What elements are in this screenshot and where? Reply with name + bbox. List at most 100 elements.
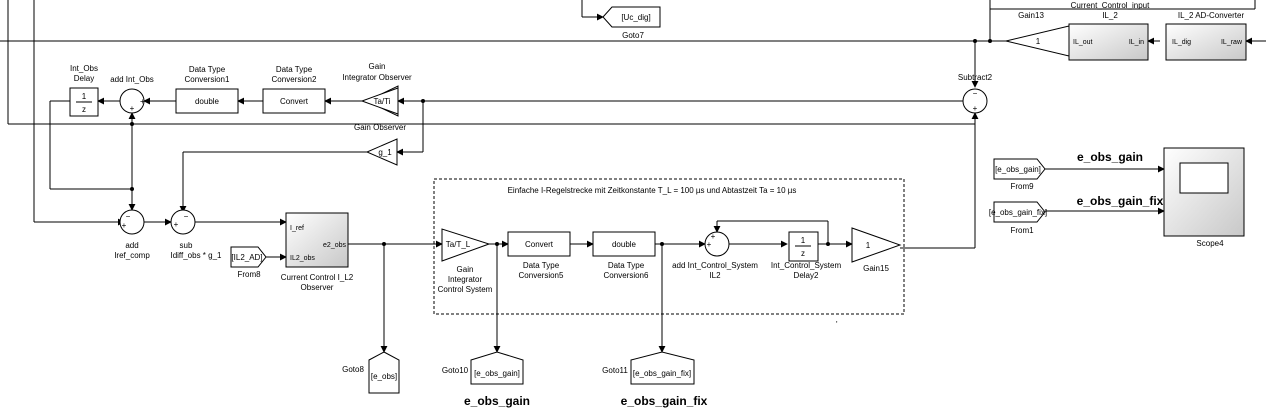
svg-text:Gain15: Gain15 <box>863 264 889 273</box>
svg-text:Subtract2: Subtract2 <box>958 73 993 82</box>
svg-text:1: 1 <box>801 236 806 245</box>
svg-text:+: + <box>711 232 716 241</box>
svg-text:[e_obs_gain]: [e_obs_gain] <box>474 369 520 378</box>
control-system-region <box>433 178 905 315</box>
gain-observer-block[interactable]: g_1 Gain Observer <box>354 123 406 166</box>
svg-text:From9: From9 <box>1010 182 1034 191</box>
svg-text:+: + <box>174 220 179 229</box>
svg-text:e2_obs: e2_obs <box>323 242 346 249</box>
svg-text:From1: From1 <box>1010 226 1034 235</box>
gain-integrator-control-system-block[interactable]: Ta/T_L Gain Integrator Control System <box>438 228 493 294</box>
sub-block[interactable]: − + sub Idiff_obs * g_1 <box>170 209 222 260</box>
svg-text:Data Type: Data Type <box>608 261 645 270</box>
svg-text:Gain: Gain <box>369 62 386 71</box>
signal-label-e-obs-gain-fix: e_obs_gain_fix <box>1077 194 1164 208</box>
svg-text:add: add <box>125 241 138 250</box>
svg-text:+: + <box>973 104 978 113</box>
svg-text:Data Type: Data Type <box>523 261 560 270</box>
subtract2-block[interactable]: − + Subtract2 <box>958 73 993 114</box>
svg-text:Ta/Ti: Ta/Ti <box>373 97 390 106</box>
svg-text:Delay2: Delay2 <box>794 271 819 280</box>
svg-text:Current Control I_L2: Current Control I_L2 <box>281 273 354 282</box>
svg-text:add Int_Control_System: add Int_Control_System <box>672 261 758 270</box>
svg-text:+: + <box>140 97 145 106</box>
svg-text:Iref_comp: Iref_comp <box>114 251 150 260</box>
svg-text:z: z <box>82 105 86 114</box>
svg-text:Conversion6: Conversion6 <box>604 271 649 280</box>
svg-text:IL_dig: IL_dig <box>1172 39 1191 46</box>
add-int-control-system-block[interactable]: + + add Int_Control_System IL2 <box>672 231 758 280</box>
svg-text:IL_2 AD-Converter: IL_2 AD-Converter <box>1178 11 1245 20</box>
svg-text:1: 1 <box>82 92 87 101</box>
svg-text:Convert: Convert <box>280 97 309 106</box>
int-obs-delay-block[interactable]: 1 z Int_Obs Delay <box>69 64 99 117</box>
svg-text:double: double <box>612 240 637 249</box>
svg-text:[IL2_AD]: [IL2_AD] <box>231 253 262 262</box>
int-control-system-delay-block[interactable]: 1 z Int_Control_System Delay2 <box>771 231 842 280</box>
region-title: Einfache I-Regelstrecke mit Zeitkonstant… <box>508 186 797 195</box>
goto10-caption: e_obs_gain <box>464 394 530 408</box>
goto11-block[interactable]: [e_obs_gain_fix] Goto11 e_obs_gain_fix <box>602 351 708 408</box>
svg-text:Gain: Gain <box>457 265 474 274</box>
scope-screen <box>1179 162 1229 194</box>
svg-text:Goto11: Goto11 <box>602 366 628 375</box>
scope4-block[interactable]: Scope4 <box>1163 147 1245 248</box>
svg-text:add Int_Obs: add Int_Obs <box>110 75 154 84</box>
current-control-observer-block[interactable]: I_ref IL2_obs e2_obs Current Control I_L… <box>281 212 354 292</box>
goto7-block[interactable]: [Uc_dig] Goto7 <box>602 6 661 40</box>
data-type-conversion1-block[interactable]: double Data Type Conversion1 <box>175 65 239 114</box>
svg-text:Int_Control_System: Int_Control_System <box>771 261 842 270</box>
svg-text:Current_Control_input: Current_Control_input <box>1071 1 1150 10</box>
svg-text:From8: From8 <box>237 270 261 279</box>
from8-block[interactable]: [IL2_AD] From8 <box>230 246 267 279</box>
svg-text:Data Type: Data Type <box>276 65 313 74</box>
svg-text:+: + <box>707 240 712 249</box>
from9-block[interactable]: [e_obs_gain] From9 <box>993 158 1046 191</box>
svg-text:sub: sub <box>180 241 193 250</box>
add-int-obs-block[interactable]: + + add Int_Obs <box>110 75 154 114</box>
svg-text:Gain Observer: Gain Observer <box>354 123 406 132</box>
svg-text:Gain13: Gain13 <box>1018 11 1044 20</box>
svg-text:Control System: Control System <box>438 285 493 294</box>
svg-text:[e_obs_gain]: [e_obs_gain] <box>995 165 1041 174</box>
svg-text:Convert: Convert <box>525 240 554 249</box>
goto8-block[interactable]: [e_obs] Goto8 <box>342 351 400 394</box>
svg-text:[e_obs_gain_fix]: [e_obs_gain_fix] <box>633 369 691 378</box>
svg-text:z: z <box>801 249 805 258</box>
data-type-conversion2-block[interactable]: Convert Data Type Conversion2 <box>262 65 326 114</box>
svg-text:Goto8: Goto8 <box>342 365 364 374</box>
svg-text:I_ref: I_ref <box>290 225 304 232</box>
svg-text:IL_2: IL_2 <box>1102 11 1118 20</box>
gain13-block[interactable]: 1 Gain13 <box>1005 11 1070 57</box>
svg-text:g_1: g_1 <box>378 148 392 157</box>
svg-text:+: + <box>130 104 135 113</box>
svg-text:Delay: Delay <box>74 74 94 83</box>
adc-block[interactable]: IL_dig IL_raw IL_2 AD-Converter <box>1165 11 1247 61</box>
svg-text:+: + <box>122 221 127 230</box>
svg-text:Conversion5: Conversion5 <box>519 271 564 280</box>
svg-text:Data Type: Data Type <box>189 65 226 74</box>
gain-integrator-observer-block[interactable]: Ta/Ti Gain Integrator Observer <box>342 62 412 117</box>
svg-text:Conversion2: Conversion2 <box>272 75 317 84</box>
from1-block[interactable]: [e_obs_gain_fix] From1 <box>989 201 1047 235</box>
svg-text:': ' <box>836 320 838 329</box>
svg-text:double: double <box>195 97 220 106</box>
add-iref-comp-block[interactable]: − + add Iref_comp <box>114 209 150 260</box>
svg-text:Ta/T_L: Ta/T_L <box>446 240 471 249</box>
svg-text:[e_obs]: [e_obs] <box>371 372 397 381</box>
goto10-block[interactable]: [e_obs_gain] Goto10 e_obs_gain <box>442 351 530 408</box>
svg-text:Idiff_obs * g_1: Idiff_obs * g_1 <box>170 251 222 260</box>
gain15-block[interactable]: 1 Gain15 <box>851 227 902 273</box>
svg-text:Int_Obs: Int_Obs <box>70 64 98 73</box>
svg-text:Goto7: Goto7 <box>622 31 644 40</box>
svg-text:−: − <box>184 212 189 221</box>
signal-label-e-obs-gain: e_obs_gain <box>1077 150 1143 164</box>
current-control-input-block[interactable]: IL_out IL_in Current_Control_input IL_2 <box>1068 1 1150 61</box>
svg-text:Goto10: Goto10 <box>442 366 469 375</box>
goto11-caption: e_obs_gain_fix <box>621 394 708 408</box>
data-type-conversion6-block[interactable]: double Data Type Conversion6 <box>592 231 656 280</box>
data-type-conversion5-block[interactable]: Convert Data Type Conversion5 <box>507 231 571 280</box>
svg-text:IL_raw: IL_raw <box>1221 39 1243 46</box>
svg-text:Integrator Observer: Integrator Observer <box>342 73 412 82</box>
